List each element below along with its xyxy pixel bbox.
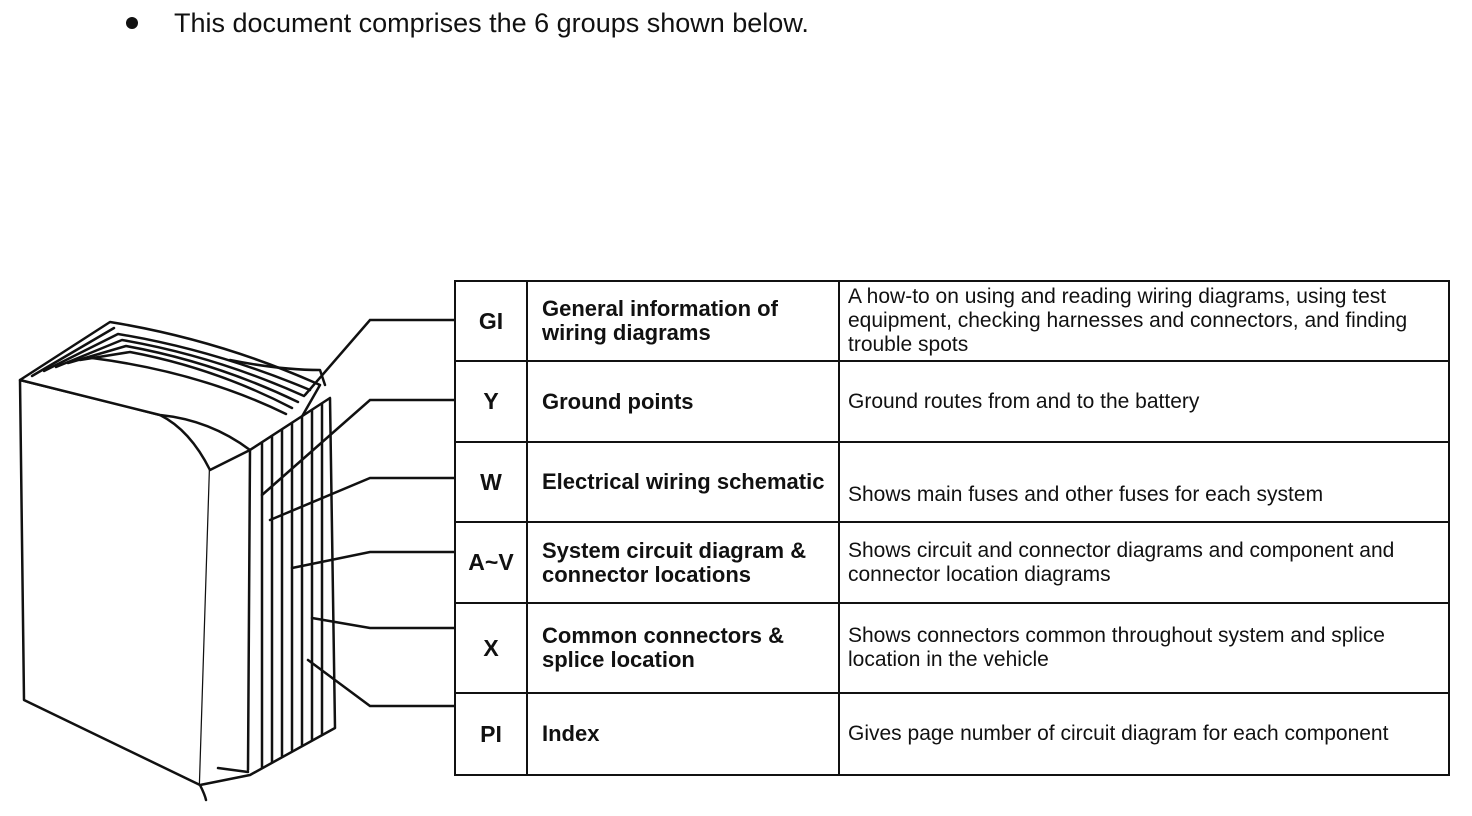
group-code: A~V [454, 521, 528, 604]
bullet-icon [126, 17, 138, 29]
group-description: A how-to on using and reading wiring dia… [838, 280, 1450, 362]
intro-text: This document comprises the 6 groups sho… [174, 8, 809, 38]
groups-table: GI General information of wiring diagram… [454, 280, 1450, 776]
group-name: Index [526, 692, 840, 776]
leader-line-av [290, 550, 456, 570]
leader-line-y [260, 398, 456, 497]
group-name: Common connectors & splice location [526, 602, 840, 694]
table-row: A~V System circuit diagram & connector l… [454, 521, 1450, 604]
group-code: Y [454, 360, 528, 443]
group-code: PI [454, 692, 528, 776]
group-description: Shows main fuses and other fuses for eac… [838, 441, 1450, 523]
leader-line-w [268, 476, 456, 522]
group-code: X [454, 602, 528, 694]
binder-cover-curl [198, 783, 208, 802]
group-description: Gives page number of circuit diagram for… [838, 692, 1450, 776]
table-row: Y Ground points Ground routes from and t… [454, 360, 1450, 443]
leader-line-gi [303, 318, 456, 397]
group-description: Ground routes from and to the battery [838, 360, 1450, 443]
table-row: X Common connectors & splice location Sh… [454, 602, 1450, 694]
group-name: General information of wiring diagrams [526, 280, 840, 362]
table-row: GI General information of wiring diagram… [454, 280, 1450, 362]
table-row: W Electrical wiring schematic Shows main… [454, 441, 1450, 523]
group-description: Shows connectors common throughout syste… [838, 602, 1450, 694]
group-name: Electrical wiring schematic [526, 441, 840, 523]
group-code: GI [454, 280, 528, 362]
table-row: PI Index Gives page number of circuit di… [454, 692, 1450, 776]
leader-line-pi [306, 658, 456, 708]
binder-front-cover [18, 378, 212, 787]
binder-spine [198, 396, 337, 787]
group-code: W [454, 441, 528, 523]
group-name: Ground points [526, 360, 840, 443]
group-name: System circuit diagram & connector locat… [526, 521, 840, 604]
group-description: Shows circuit and connector diagrams and… [838, 521, 1450, 604]
leader-line-x [310, 616, 456, 630]
